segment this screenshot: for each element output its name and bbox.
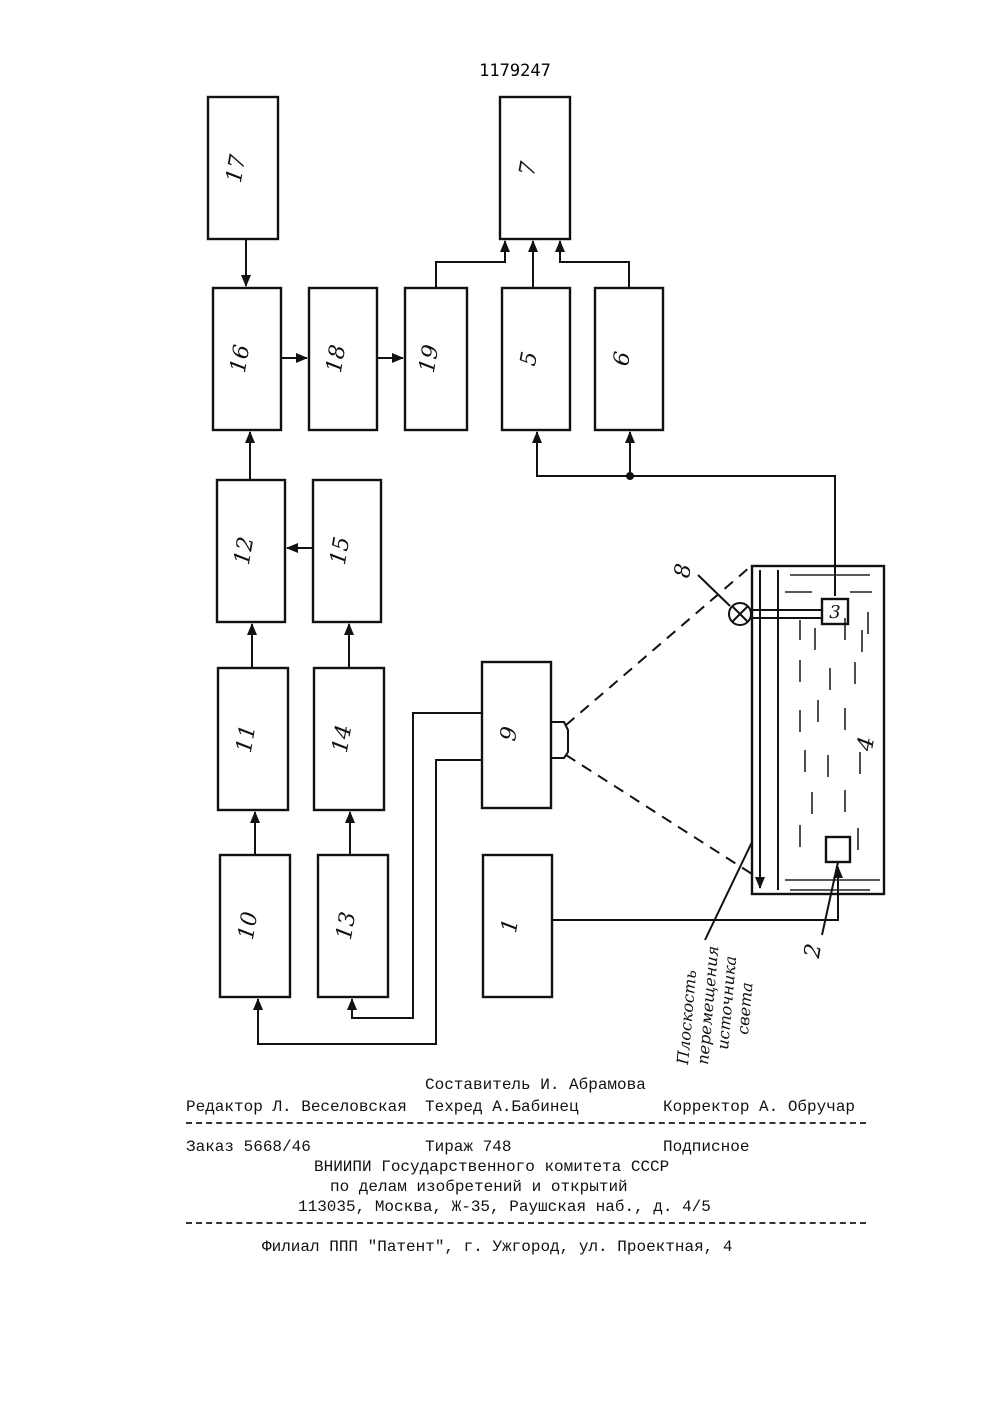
corrector-line: Корректор А. Обручар (663, 1098, 855, 1116)
address-line: 113035, Москва, Ж-35, Раушская наб., д. … (298, 1198, 711, 1216)
label-3: 3 (829, 602, 840, 623)
label-5: 5 (516, 350, 543, 368)
label-8: 8 (670, 562, 697, 580)
wire-9-to-13 (352, 713, 482, 1018)
leader-plane (705, 842, 752, 940)
label-16: 16 (226, 343, 255, 375)
editor-line: Редактор Л. Веселовская (186, 1098, 407, 1116)
org-line-1: ВНИИПИ Государственного комитета СССР (314, 1158, 669, 1176)
label-11: 11 (232, 723, 261, 755)
label-18: 18 (322, 343, 351, 375)
compiler-line: Составитель И. Абрамова (425, 1076, 646, 1094)
divider-top (186, 1122, 866, 1124)
label-12: 12 (230, 535, 259, 567)
block-diagram: 1179247 17 7 16 18 19 5 6 12 15 11 14 9 … (0, 0, 1000, 1070)
view-line-bottom (566, 755, 752, 874)
sensor-2 (826, 837, 850, 862)
junction-dot (626, 472, 634, 480)
label-14: 14 (328, 723, 357, 755)
subscription-line: Подписное (663, 1138, 749, 1156)
patent-number: 1179247 (479, 61, 551, 81)
wire-9-to-10 (258, 760, 482, 1044)
order-line: Заказ 5668/46 (186, 1138, 311, 1156)
label-9: 9 (496, 725, 523, 743)
tank (752, 566, 884, 894)
view-line-top (566, 567, 750, 725)
label-15: 15 (326, 535, 355, 567)
label-1: 1 (497, 917, 524, 935)
label-6: 6 (609, 350, 636, 368)
label-19: 19 (415, 343, 444, 375)
label-13: 13 (332, 910, 361, 942)
divider-bottom (186, 1222, 866, 1224)
arrow-6-7 (560, 241, 629, 288)
svg-text:света: света (733, 981, 756, 1035)
footer-line: Филиал ППП "Патент", г. Ужгород, ул. Про… (262, 1238, 732, 1256)
label-4: 4 (853, 735, 880, 754)
label-10: 10 (234, 910, 263, 942)
label-2: 2 (800, 942, 827, 961)
camera-lens (551, 722, 568, 758)
techred-line: Техред А.Бабинец (425, 1098, 579, 1116)
label-17: 17 (222, 153, 251, 185)
print-run-line: Тираж 748 (425, 1138, 511, 1156)
arrow-19-7 (436, 241, 505, 288)
leader-2 (822, 862, 838, 935)
label-7: 7 (515, 160, 542, 178)
leader-8 (698, 575, 730, 606)
light-plane-caption: Плоскость перемещения источника света (673, 945, 757, 1066)
org-line-2: по делам изобретений и открытий (330, 1178, 628, 1196)
